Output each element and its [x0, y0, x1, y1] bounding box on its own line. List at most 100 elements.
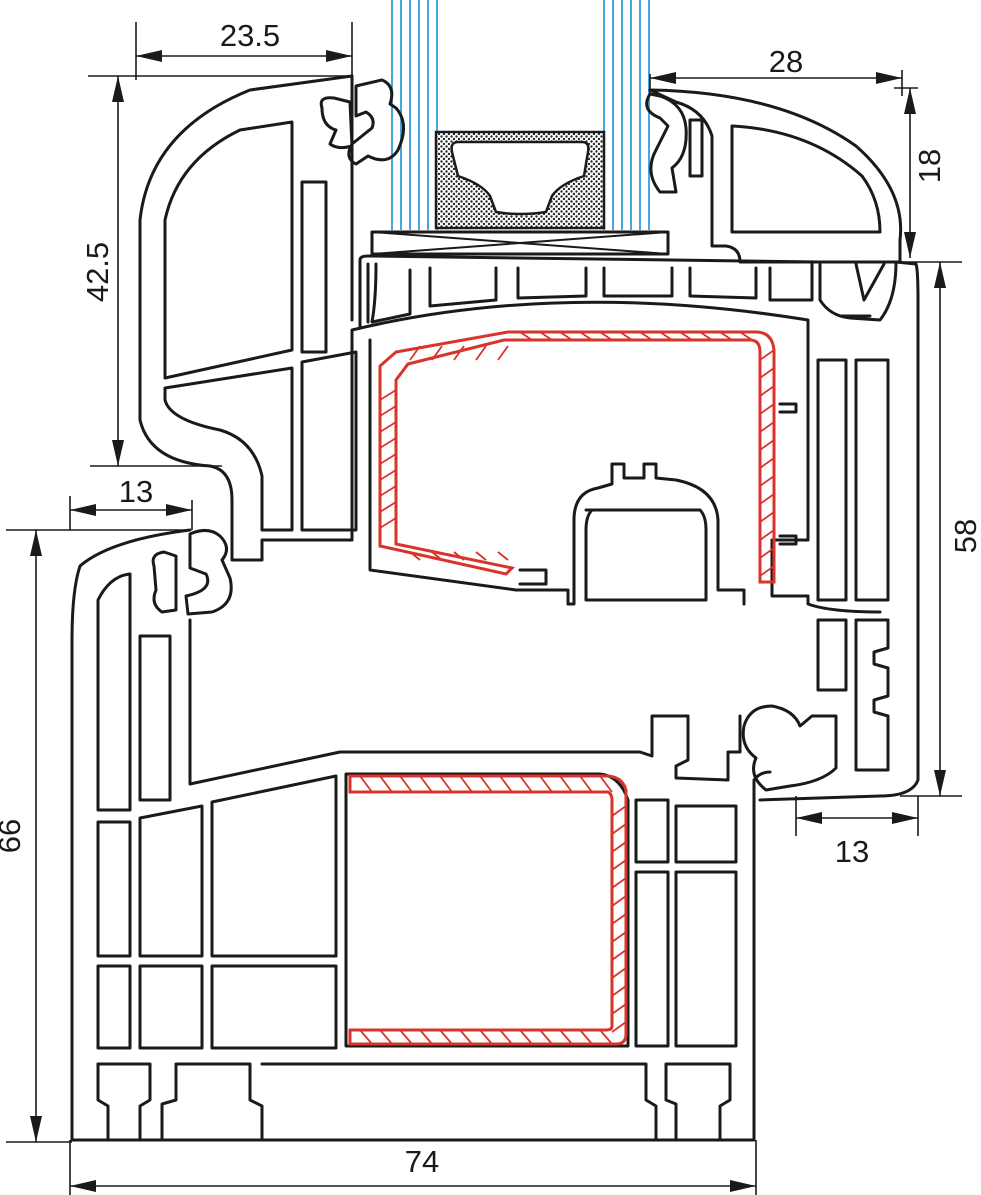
steel-hatch — [453, 345, 465, 361]
frame-profile — [70, 528, 838, 1142]
steel-hatch — [479, 1029, 493, 1045]
steel-hatch — [611, 1021, 627, 1033]
steel-hatch — [379, 453, 397, 465]
steel-hatch — [611, 931, 627, 943]
steel-hatch — [379, 485, 397, 497]
dim-label-frame-depth: 74 — [405, 1144, 439, 1179]
steel-hatch — [519, 331, 533, 341]
dimension-labels: 23.5 28 18 42.5 58 13 66 13 74 — [0, 18, 981, 1179]
steel-hatch — [759, 475, 775, 487]
setting-block — [370, 230, 670, 256]
steel-hatch — [759, 421, 775, 433]
steel-hatch — [719, 331, 733, 341]
steel-hatch — [539, 331, 553, 341]
steel-hatch — [419, 1029, 433, 1045]
steel-hatch — [459, 775, 473, 793]
dim-label-frame-height: 66 — [0, 819, 27, 853]
steel-hatch — [759, 403, 775, 415]
steel-hatch — [579, 775, 593, 793]
sash-inner-detail — [368, 338, 746, 606]
steel-hatch — [759, 529, 775, 541]
glass-pane-left — [391, 0, 438, 230]
steel-hatch — [611, 823, 627, 835]
steel-hatch — [497, 345, 509, 361]
steel-hatch — [759, 493, 775, 505]
steel-hatch — [379, 1029, 393, 1045]
sash-profile — [138, 74, 882, 614]
steel-hatch — [559, 1029, 573, 1045]
steel-hatch — [439, 1029, 453, 1045]
steel-hatch — [539, 1029, 553, 1045]
steel-hatch — [611, 895, 627, 907]
steel-hatch — [379, 405, 397, 417]
steel-hatch — [539, 775, 553, 793]
steel-hatch — [759, 349, 775, 361]
steel-hatch — [419, 775, 433, 793]
glass-spacer — [434, 130, 606, 230]
steel-reinforcement-sash — [378, 330, 776, 584]
steel-hatch — [611, 1003, 627, 1015]
steel-hatch — [639, 331, 653, 341]
steel-hatch — [759, 511, 775, 523]
dim-label-frame-offset-left: 13 — [119, 474, 153, 509]
dim-label-bead-width: 28 — [769, 44, 803, 79]
steel-hatch — [619, 331, 633, 341]
sash-right-leg — [758, 260, 920, 802]
steel-hatch — [519, 1029, 533, 1045]
steel-hatch — [679, 331, 693, 341]
steel-reinforcement-frame — [348, 774, 628, 1046]
steel-hatch — [409, 345, 421, 361]
steel-hatch — [475, 345, 487, 361]
steel-hatch — [431, 345, 443, 361]
steel-hatch — [611, 985, 627, 997]
dim-label-right-offset: 13 — [835, 834, 869, 869]
steel-hatch — [599, 775, 613, 793]
steel-hatch — [453, 551, 465, 561]
steel-hatch — [475, 551, 487, 561]
steel-hatch — [559, 331, 573, 341]
dim-label-top-sash-width: 23.5 — [220, 18, 280, 53]
steel-hatch — [499, 775, 513, 793]
steel-hatch — [739, 331, 753, 341]
glazing-bead — [645, 88, 903, 264]
steel-hatch — [611, 949, 627, 961]
steel-hatch — [759, 367, 775, 379]
steel-hatch — [499, 1029, 513, 1045]
steel-hatch — [379, 517, 397, 529]
steel-hatch — [559, 775, 573, 793]
steel-hatch — [759, 547, 775, 559]
steel-hatch — [599, 1029, 613, 1045]
steel-hatch — [599, 331, 613, 341]
steel-hatch — [519, 775, 533, 793]
steel-hatch — [759, 565, 775, 577]
steel-hatch — [579, 1029, 593, 1045]
glass-pane-right — [603, 0, 650, 230]
steel-hatch — [759, 439, 775, 451]
steel-hatch — [579, 331, 593, 341]
steel-hatch — [439, 775, 453, 793]
dimension-lines — [6, 22, 962, 1195]
steel-hatch — [459, 1029, 473, 1045]
steel-hatch — [759, 457, 775, 469]
steel-hatch — [611, 805, 627, 817]
steel-hatch — [359, 1029, 373, 1045]
steel-hatch — [611, 877, 627, 889]
dim-label-sash-height: 42.5 — [80, 242, 115, 302]
steel-hatch — [379, 501, 397, 513]
steel-hatch — [611, 841, 627, 853]
steel-hatch — [759, 385, 775, 397]
dim-label-right-height: 58 — [948, 519, 981, 553]
steel-hatch — [379, 469, 397, 481]
steel-hatch — [379, 389, 397, 401]
steel-hatch — [611, 913, 627, 925]
steel-hatch — [399, 1029, 413, 1045]
steel-hatch — [611, 859, 627, 871]
steel-hatch — [409, 551, 421, 561]
dim-label-bead-height: 18 — [912, 149, 947, 183]
steel-hatch — [379, 775, 393, 793]
steel-hatch — [431, 551, 443, 561]
steel-hatch — [359, 775, 373, 793]
steel-hatch — [699, 331, 713, 341]
